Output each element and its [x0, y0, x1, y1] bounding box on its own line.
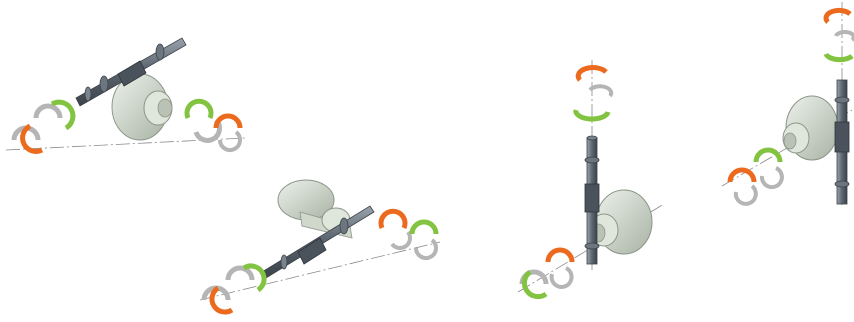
rotation-arrow-icon — [590, 86, 611, 96]
flange-disk-icon — [112, 74, 172, 140]
rotation-arrow-icon — [736, 186, 756, 204]
assembly-view-1 — [6, 38, 245, 151]
rotation-arrow-icon — [826, 54, 852, 60]
rotation-arrow-icon — [36, 106, 60, 118]
stepped-shaft-icon — [835, 80, 849, 204]
rotation-arrow-icon — [836, 32, 854, 40]
rotation-arrow-icon — [548, 250, 572, 262]
rotation-arrow-icon — [730, 170, 754, 182]
rotation-arrow-icon — [412, 222, 436, 234]
rotation-arrow-icon — [552, 268, 572, 287]
stepped-shaft-icon — [585, 136, 599, 264]
assembly-view-2 — [200, 180, 440, 312]
flange-disk-icon — [783, 96, 838, 160]
rotation-arrow-icon — [756, 150, 780, 162]
rotation-arrow-icon — [762, 168, 782, 187]
rotation-arrow-icon — [228, 268, 252, 280]
rotation-arrow-icon — [220, 132, 240, 150]
rotation-arrow-icon — [381, 211, 405, 228]
rotation-arrow-icon — [392, 232, 410, 248]
assembly-view-3 — [518, 60, 664, 297]
rotation-arrow-icon — [826, 10, 850, 22]
rotation-arrow-icon — [187, 101, 211, 118]
assembly-view-4 — [722, 2, 854, 205]
rotation-arrow-icon — [416, 240, 436, 258]
